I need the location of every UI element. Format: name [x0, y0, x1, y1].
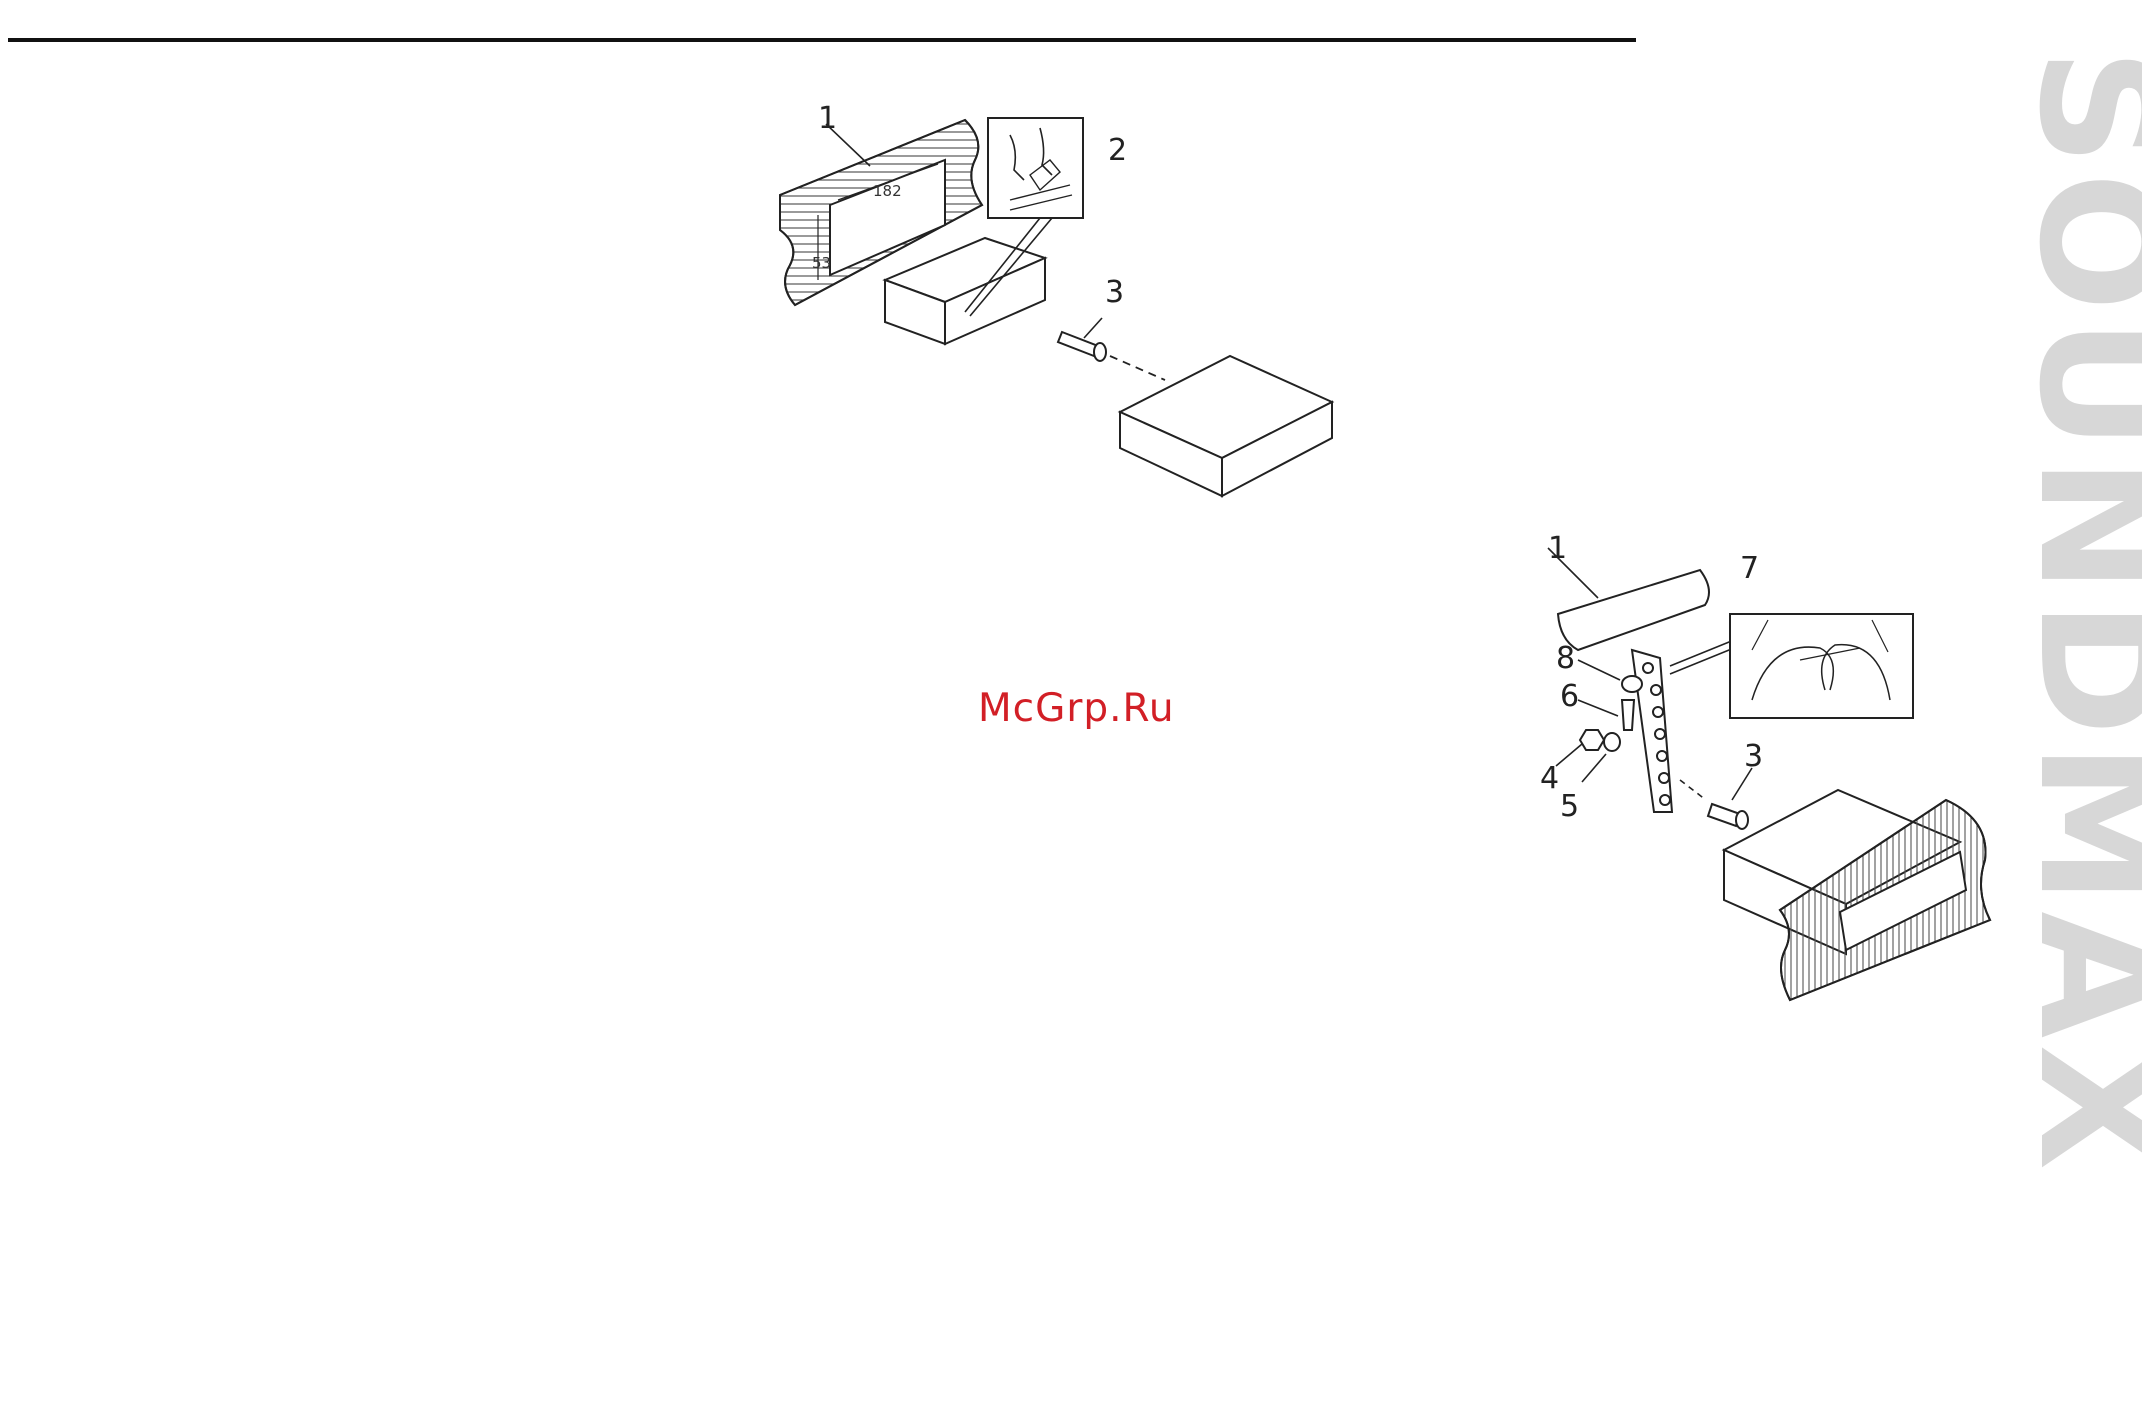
callout-number: 2 [1108, 133, 1127, 168]
callout-number: 4 [1540, 761, 1559, 796]
inset-strap-bend-detail [1730, 614, 1913, 718]
lock-washer [1622, 676, 1642, 692]
mounting-bolt [1058, 318, 1165, 380]
figure-right-rear-support [1548, 548, 1990, 1000]
callout-number: 1 [1548, 531, 1567, 566]
callout-number: 5 [1560, 789, 1579, 824]
screw [1622, 700, 1634, 730]
dimension-height-label: 53 [812, 254, 831, 272]
callout-number: 1 [818, 101, 837, 136]
perforated-strap [1632, 640, 1734, 812]
head-unit-with-trim [1724, 790, 1990, 1000]
spring-washer [1604, 733, 1620, 751]
rear-bolt [1680, 768, 1752, 829]
head-unit-box [1120, 356, 1332, 496]
figure-top-dash-mount [780, 118, 1332, 496]
dimension-width-label: 182 [873, 182, 902, 200]
callout-number: 3 [1105, 275, 1124, 310]
callout-number: 7 [1740, 551, 1759, 586]
hex-nut [1580, 730, 1604, 750]
callout-number: 8 [1556, 641, 1575, 676]
dashboard-top-panel [1548, 548, 1709, 650]
callout-number: 3 [1744, 739, 1763, 774]
callout-number: 6 [1560, 679, 1579, 714]
